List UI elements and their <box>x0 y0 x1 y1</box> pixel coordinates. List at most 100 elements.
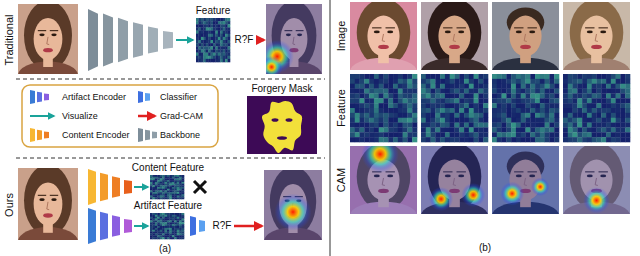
feature-cell <box>174 197 177 199</box>
feature-cell <box>474 113 479 118</box>
feature-cell <box>172 219 175 221</box>
feature-cell <box>167 220 170 222</box>
feature-cell <box>369 79 374 84</box>
feature-cell <box>545 74 550 79</box>
encoder-layer <box>112 215 120 236</box>
feature-cell <box>208 37 211 40</box>
feature-cell <box>157 232 160 234</box>
feature-cell <box>165 187 168 189</box>
encoder-layer <box>145 130 150 141</box>
feature-cell <box>450 84 455 89</box>
feature-cell <box>526 79 531 84</box>
feature-cell <box>384 93 389 98</box>
feature-cell <box>587 84 592 89</box>
feature-cell <box>511 123 516 128</box>
feature-cell <box>582 108 587 113</box>
feature-cell <box>540 74 545 79</box>
feature-cell <box>502 108 507 113</box>
feature-cell <box>223 53 226 56</box>
feature-cell <box>606 113 611 118</box>
feature-cell <box>160 228 163 230</box>
feature-cell <box>360 118 365 123</box>
feature-cell <box>177 232 180 234</box>
feature-cell <box>616 98 621 103</box>
feature-cell <box>218 46 221 49</box>
feature-cell <box>215 31 218 34</box>
feature-cell <box>174 226 177 228</box>
feature-cell <box>393 108 398 113</box>
feature-cell <box>177 178 180 180</box>
feature-cell <box>228 56 231 59</box>
feature-cell <box>573 113 578 118</box>
feature-cell <box>464 84 469 89</box>
feature-cell <box>208 53 211 56</box>
feature-cell <box>360 113 365 118</box>
illustration-part <box>583 187 610 214</box>
feature-cell <box>150 224 153 226</box>
feature-cell <box>511 103 516 108</box>
feature-cell <box>355 84 360 89</box>
feature-cell <box>601 79 606 84</box>
feature-cell <box>540 84 545 89</box>
feature-cell <box>150 185 153 187</box>
feature-cell <box>208 49 211 52</box>
feature-cell <box>587 132 592 137</box>
feature-cell <box>167 228 170 230</box>
feature-cell <box>155 217 158 219</box>
feature-cell <box>169 175 172 177</box>
feature-cell <box>169 219 172 221</box>
feature-map <box>492 74 559 142</box>
feature-cell <box>554 137 559 142</box>
feature-cell <box>384 132 389 137</box>
mask-label: Forgery Mask <box>251 84 312 94</box>
feature-cell <box>616 118 621 123</box>
feature-cell <box>606 89 611 94</box>
feature-cell <box>540 123 545 128</box>
feature-cell <box>483 137 488 142</box>
illustration-part <box>531 177 550 196</box>
feature-cell <box>421 79 426 84</box>
feature-cell <box>464 123 469 128</box>
feature-cell <box>568 137 573 142</box>
feature-cell <box>174 230 177 232</box>
feature-cell <box>179 194 182 196</box>
feature-cell <box>440 127 445 132</box>
feature-cell <box>530 84 535 89</box>
feature-cell <box>616 113 621 118</box>
feature-cell <box>174 182 177 184</box>
feature-cell <box>497 89 502 94</box>
feature-cell <box>369 74 374 79</box>
feature-cell <box>483 98 488 103</box>
feature-cell <box>530 74 535 79</box>
feature-cell <box>152 230 155 232</box>
feature-cell <box>506 84 511 89</box>
feature-cell <box>464 93 469 98</box>
feature-cell <box>218 53 221 56</box>
feature-cell <box>379 127 384 132</box>
feature-cell <box>157 228 160 230</box>
feature-cell <box>398 108 403 113</box>
feature-cell <box>165 177 168 179</box>
feature-cell <box>388 89 393 94</box>
feature-cell <box>165 219 168 221</box>
illustration-part <box>266 56 283 74</box>
feature-cell <box>511 84 516 89</box>
feature-cell <box>208 43 211 46</box>
feature-cell <box>587 137 592 142</box>
feature-cell <box>360 132 365 137</box>
feature-cell <box>445 89 450 94</box>
feature-cell <box>150 217 153 219</box>
feature-cell <box>206 59 209 62</box>
feature-cell <box>464 108 469 113</box>
feature-cell <box>573 137 578 142</box>
feature-cell <box>350 98 355 103</box>
encoder-layer <box>190 216 196 236</box>
feature-cell <box>150 196 153 198</box>
feature-cell <box>483 127 488 132</box>
feature-cell <box>218 56 221 59</box>
panel-label: (b) <box>479 243 491 253</box>
feature-cell <box>220 21 223 24</box>
feature-cell <box>440 113 445 118</box>
feature-cell <box>474 103 479 108</box>
feature-cell <box>388 79 393 84</box>
